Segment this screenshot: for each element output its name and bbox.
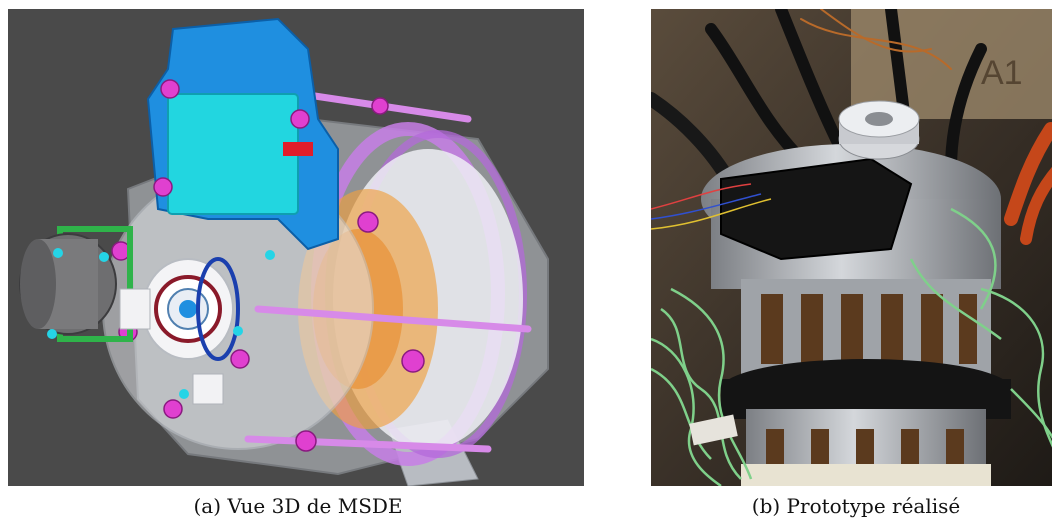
figure-b-prototype-photo: A1 [651, 9, 1052, 486]
caption-b-text: Prototype réalisé [786, 494, 961, 518]
figure-a-cad-render [8, 9, 584, 486]
caption-figure-a: (a) Vue 3D de MSDE [168, 494, 428, 518]
caption-a-text: Vue 3D de MSDE [227, 494, 403, 518]
caption-a-label: (a) [193, 494, 221, 518]
prototype-photo-illustration: A1 [651, 9, 1052, 486]
cardboard-text: A1 [981, 54, 1023, 92]
caption-b-label: (b) [751, 494, 781, 518]
cad-render-illustration [8, 9, 584, 486]
caption-figure-b: (b) Prototype réalisé [736, 494, 976, 518]
